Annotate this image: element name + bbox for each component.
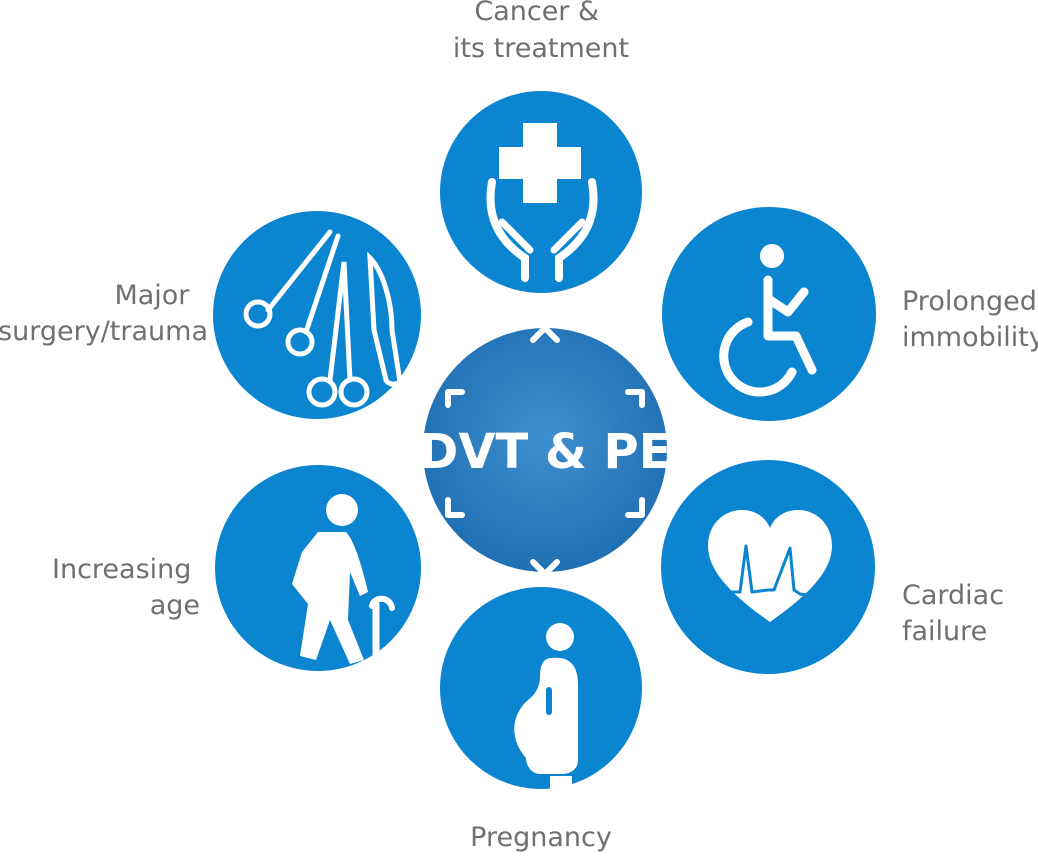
factor-label-pregnancy: Pregnancy xyxy=(470,822,612,853)
factor-label-cardiac: Cardiac failure xyxy=(902,580,1013,647)
factor-label-immobility: Prolonged immobility xyxy=(902,286,1038,353)
center-label: DVT & PE xyxy=(419,424,672,480)
center-arrows xyxy=(445,325,645,577)
factor-label-cancer: Cancer & its treatment xyxy=(453,0,629,64)
heart-ecg-icon xyxy=(708,510,832,622)
factor-label-surgery: Major surgery/trauma xyxy=(0,280,208,347)
elderly-person-cane-icon xyxy=(292,494,395,664)
surgical-instruments-icon xyxy=(243,229,403,408)
hands-cross-icon xyxy=(486,123,598,282)
wheelchair-icon xyxy=(719,244,817,397)
factor-label-age: Increasing age xyxy=(52,554,200,621)
pregnant-woman-icon xyxy=(514,623,578,790)
